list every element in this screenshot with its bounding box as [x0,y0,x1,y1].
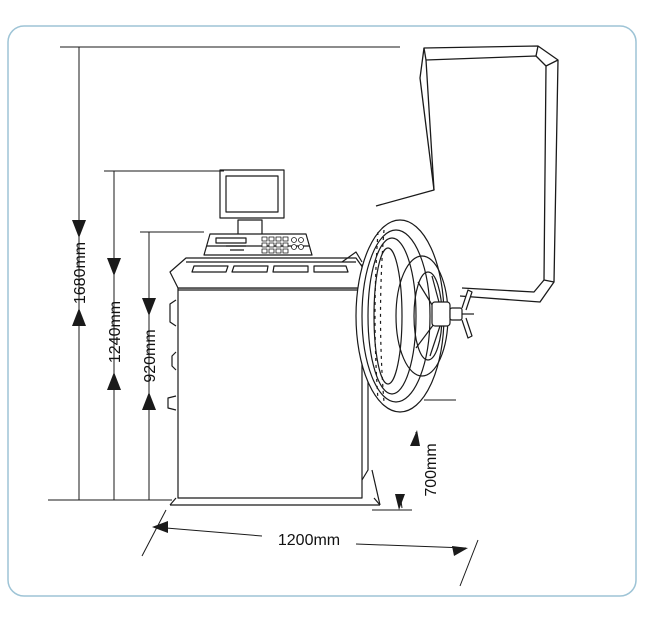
keypad-icon [261,236,304,254]
dimension-lines [48,46,479,587]
dim-label-1240: 1240mm [107,301,124,363]
width-dimension-line [153,432,467,549]
dim-label-1200: 1200mm [278,532,340,549]
dimension-arrows [72,220,468,556]
top-tray [169,251,367,289]
dim-label-1680: 1680mm [72,242,89,304]
quick-nut-icon [431,289,474,339]
monitor [219,169,285,234]
control-panel [203,233,313,256]
diagram-frame [7,25,637,597]
wheel-tyre [355,219,449,413]
dim-label-700: 700mm [423,443,440,496]
cabinet [167,281,369,499]
dim-label-920: 920mm [142,329,159,382]
wheel-balancer-machine [167,45,559,506]
wheel-guard [375,45,559,303]
